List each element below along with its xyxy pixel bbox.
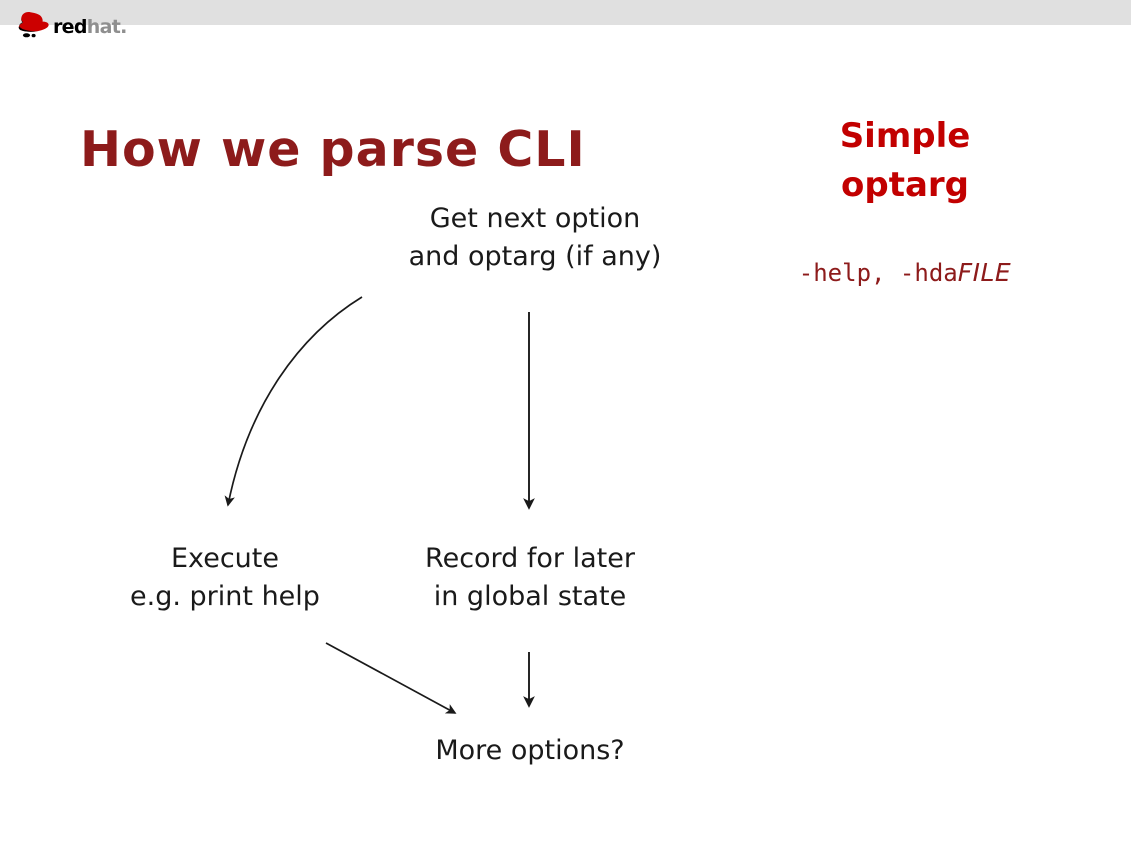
sidebar-example-code: -help, -hdaFILE [760,258,1050,287]
sidebar-heading-line1: Simple [839,116,971,156]
slide-title: How we parse CLI [80,120,586,178]
flow-node-record: Record for later in global state [380,540,680,617]
flow-node-execute-line2: e.g. print help [130,581,320,613]
redhat-wordmark: redhat. [53,18,127,37]
edge-curved-to-execute [224,296,363,507]
wordmark-red: red [53,16,87,38]
flow-node-get-option-line2: and optarg (if any) [408,241,662,273]
sidebar-example-mono: -help, -hda [798,259,958,287]
flow-node-record-line2: in global state [433,581,627,613]
flow-node-get-option: Get next option and optarg (if any) [345,200,725,277]
header-band [0,0,1131,25]
flow-node-more-options: More options? [380,732,680,770]
edge-diagonal-to-more [325,642,457,714]
sidebar-heading: Simple optarg [760,112,1050,211]
redhat-logo: redhat. [16,6,166,40]
flow-node-execute-line1: Execute [171,543,279,574]
flow-node-execute: Execute e.g. print help [75,540,375,617]
sidebar-heading-line2: optarg [841,165,969,206]
flow-node-get-option-line1: Get next option [429,203,641,234]
flow-node-record-line1: Record for later [425,543,635,574]
flow-node-more-options-line1: More options? [435,735,625,766]
wordmark-hat: hat [86,16,121,38]
redhat-shadowman-icon [18,12,49,38]
sidebar-example-meta: FILE [957,258,1012,287]
wordmark-dot: . [120,16,127,38]
